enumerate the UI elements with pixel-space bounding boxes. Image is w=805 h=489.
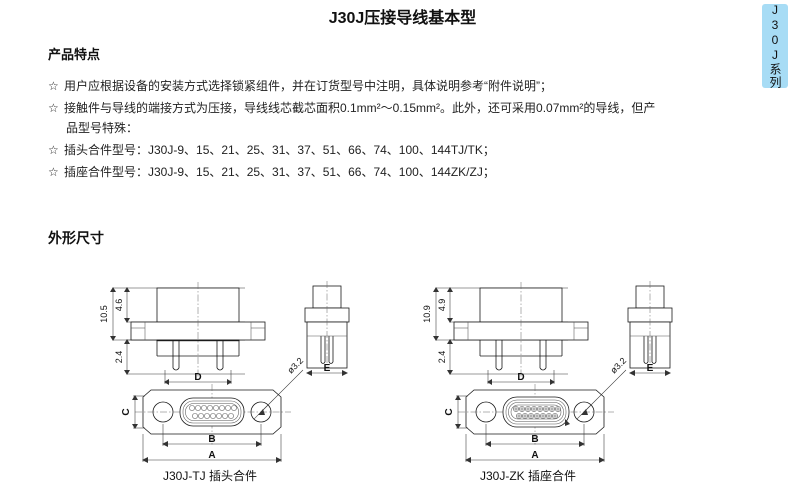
dim-flange-height-socket: C (444, 408, 455, 415)
star-icon: ☆ (48, 79, 59, 93)
dim-hole-pitch-socket: B (531, 434, 538, 445)
star-icon: ☆ (48, 143, 59, 157)
feature-text-crimp: 接触件与导线的端接方式为压接，导线线芯截芯面积0.1mm²～0.15mm²。此外… (64, 98, 768, 138)
dim-overall-height-socket: 10.9 (422, 305, 432, 323)
list-item: ☆ 插座合件型号：J30J-9、15、21、25、31、37、51、66、74、… (48, 162, 768, 182)
dim-pin-span-plug: D (194, 372, 201, 383)
star-icon: ☆ (48, 165, 59, 179)
dimensions-heading: 外形尺寸 (48, 230, 104, 246)
feature-text-crimp-line2: 品型号特殊： (66, 121, 139, 135)
list-item: ☆ 用户应根据设备的安装方式选择锁紧组件，并在订货型号中注明，具体说明参考“附件… (48, 76, 768, 96)
list-item: ☆ 插头合件型号：J30J-9、15、21、25、31、37、51、66、74、… (48, 140, 768, 160)
dim-hole-diameter-plug: ø3.2 (285, 356, 305, 376)
dim-flange-height-plug: C (121, 408, 132, 415)
end-view-plug: E (304, 281, 350, 376)
page-title: J30J压接导线基本型 (328, 10, 477, 27)
contact-row-top-plug (189, 405, 237, 411)
dim-body-height-socket: 4.9 (437, 299, 447, 312)
dim-overall-height-plug: 10.5 (99, 305, 109, 323)
dim-end-width-plug: E (324, 363, 331, 374)
dim-tail-length-socket: 2.4 (437, 351, 447, 364)
feature-text-crimp-line1: 接触件与导线的端接方式为压接，导线线芯截芯面积0.1mm²～0.15mm²。此外… (64, 101, 656, 115)
dim-end-width-socket: E (647, 363, 654, 374)
dim-tail-length-plug: 2.4 (114, 351, 124, 364)
end-view-socket: E (627, 281, 673, 376)
drawing-plug: 10.5 4.6 2.4 (95, 278, 395, 468)
features-list: ☆ 用户应根据设备的安装方式选择锁紧组件，并在订货型号中注明，具体说明参考“附件… (48, 76, 768, 184)
dim-hole-diameter-socket: ø3.2 (608, 356, 628, 376)
list-item: ☆ 接触件与导线的端接方式为压接，导线线芯截芯面积0.1mm²～0.15mm²。… (48, 98, 768, 138)
feature-text-socket-models: 插座合件型号：J30J-9、15、21、25、31、37、51、66、74、10… (64, 165, 495, 179)
drawing-socket: 10.9 4.9 2.4 (418, 278, 718, 468)
contact-row-bottom-socket (516, 413, 558, 419)
series-side-tab-label: J30J系列 (768, 3, 782, 89)
dim-flange-width-socket: A (531, 450, 538, 461)
contact-row-top-socket (513, 406, 561, 412)
contact-row-bottom-plug (192, 413, 234, 419)
feature-text-locking: 用户应根据设备的安装方式选择锁紧组件，并在订货型号中注明，具体说明参考“附件说明… (64, 79, 552, 93)
series-side-tab: J30J系列 (762, 3, 788, 89)
star-icon: ☆ (48, 101, 59, 115)
dim-pin-span-socket: D (517, 372, 524, 383)
feature-text-plug-models: 插头合件型号：J30J-9、15、21、25、31、37、51、66、74、10… (64, 143, 495, 157)
dim-flange-width-plug: A (208, 450, 215, 461)
dim-body-height-plug: 4.6 (114, 299, 124, 312)
features-heading: 产品特点 (48, 47, 101, 62)
caption-plug: J30J-TJ 插头合件 (163, 469, 258, 483)
dim-hole-pitch-plug: B (208, 434, 215, 445)
caption-socket: J30J-ZK 插座合件 (480, 469, 577, 483)
